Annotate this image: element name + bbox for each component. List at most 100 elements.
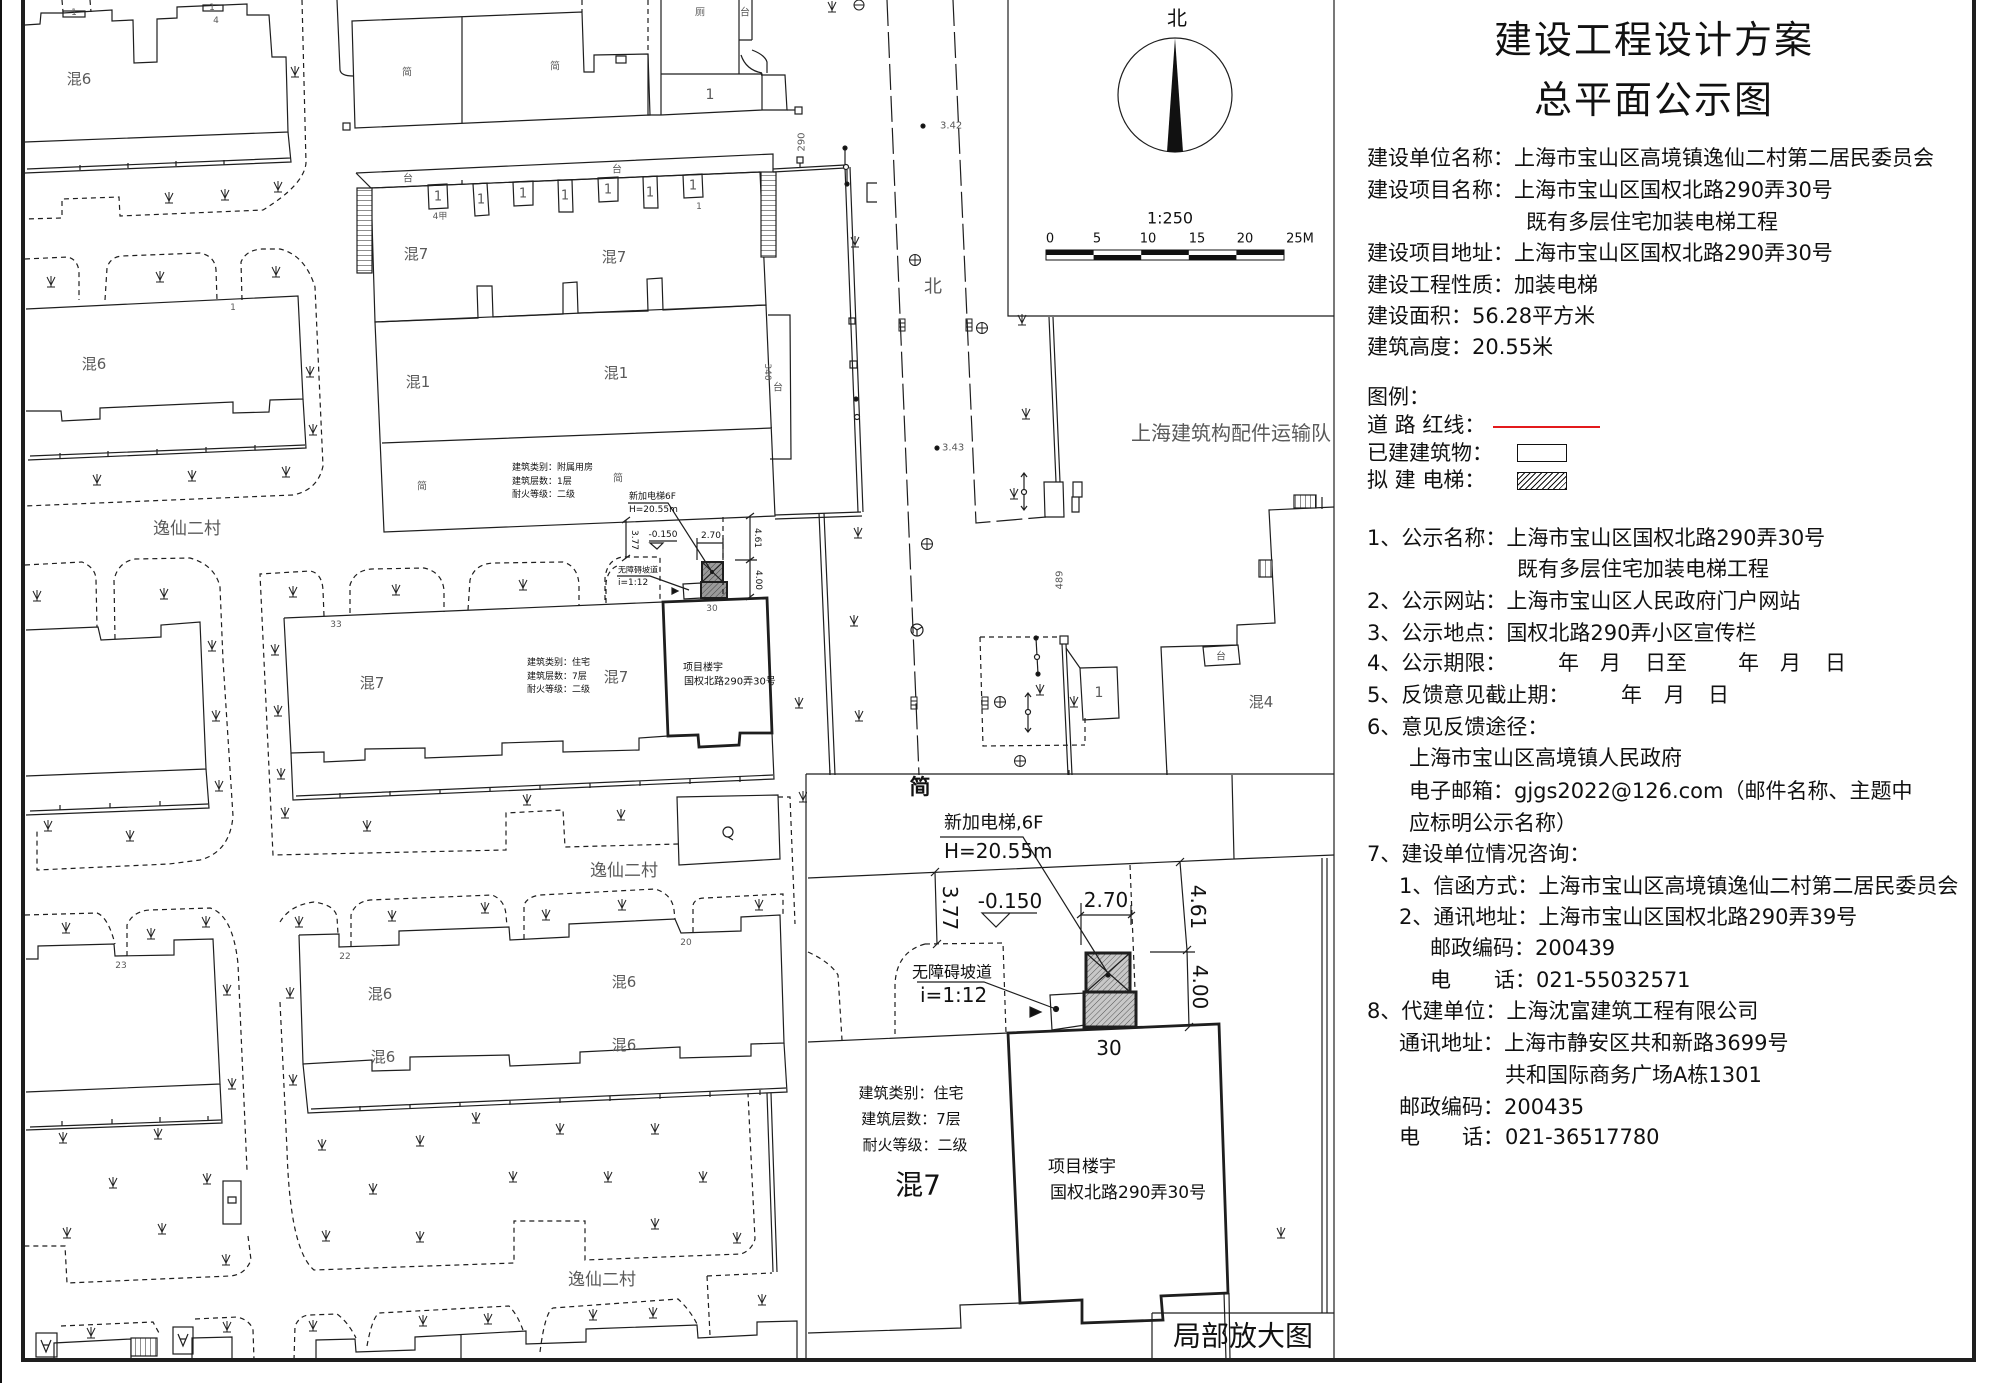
area-label-yixian-village: 逸仙二村 [153, 519, 221, 539]
info-value: 20.55米 [1472, 335, 1554, 359]
fixture [615, 55, 627, 64]
inset-elevation-mark [980, 912, 1037, 928]
project-building-label: 项目楼宇 [683, 661, 723, 674]
info-value: 上海市宝山区高境镇逸仙二村第二居民委员会 [1514, 146, 1934, 170]
stairs-icon [130, 1337, 158, 1357]
title-line-1: 建设工程设计方案 [1493, 18, 1814, 62]
notice-7-phone-label-a: 电 [1430, 968, 1451, 992]
building-number: 22 [339, 952, 350, 962]
building-outline [25, 621, 207, 777]
elevator-note: 新加电梯6F [629, 490, 676, 502]
scale-tick: 10 [1140, 232, 1157, 247]
inset-residential-type: 建筑类别：住宅 [858, 1084, 963, 1102]
grass-icon [207, 639, 217, 652]
building-outline [24, 3, 289, 143]
grass-icon [754, 898, 764, 911]
grass-icon [159, 587, 169, 600]
dashed-boundary [581, 0, 649, 54]
annex-type: 建筑类别：附属用房 [512, 461, 593, 473]
material-label: 混7 [360, 674, 385, 692]
dimension-line [735, 512, 757, 601]
building-strip [27, 398, 307, 461]
pole-circle [1020, 488, 1028, 496]
grass-icon [1021, 407, 1031, 420]
grass-icon [155, 270, 165, 283]
area-label-yixian-village: 逸仙二村 [590, 861, 658, 881]
notice-value: 上海沈富建筑工程有限公司 [1506, 999, 1759, 1023]
grass-icon [853, 526, 863, 539]
grass-icon [387, 909, 397, 922]
grass-icon [391, 583, 401, 596]
scale-tick: 5 [1093, 232, 1101, 247]
buildings-layer [24, 0, 846, 1360]
legend-label-proposed-elevator: 拟 建 电梯： [1367, 468, 1486, 492]
marker-square [794, 106, 803, 115]
grass-icon [62, 1226, 72, 1239]
grass-icon [854, 709, 864, 722]
notice-7-letter: 1、信函方式：上海市宝山区高境镇逸仙二村第二居民委员会 [1399, 874, 1958, 898]
grass-icon [202, 1172, 212, 1185]
dimension-label: 4.00 [753, 570, 763, 590]
grass-icon [273, 180, 283, 193]
grass-icon [698, 1170, 708, 1183]
building-number: 33 [330, 620, 341, 630]
notice-5-day: 日 [1708, 683, 1729, 707]
grass-icon [61, 921, 71, 934]
structure-box [676, 794, 781, 866]
grass-icon [555, 1122, 565, 1135]
building-strip [302, 1042, 788, 1114]
leader-line [628, 502, 713, 573]
valve-icon [976, 322, 988, 334]
inset-neighbor-building [807, 1032, 1021, 1334]
material-label: 简 [417, 480, 427, 493]
greenbelt-boundaries [24, 0, 796, 1361]
info-label: 建设单位名称： [1367, 146, 1514, 170]
unit-label: 1 [477, 193, 485, 208]
grass-icon [290, 65, 300, 78]
grass-icon [201, 915, 211, 928]
dimension-label: 2.70 [701, 531, 721, 541]
grass-icon [1069, 695, 1079, 708]
notice-8-address: 通讯地址：上海市静安区共和新路3699号 [1399, 1031, 1788, 1055]
inset-upper-building [807, 770, 1335, 879]
info-label: 建设面积： [1367, 304, 1472, 328]
grass-icon [418, 1314, 428, 1327]
structure-box [172, 1326, 194, 1355]
grass-icon [270, 643, 280, 656]
unit-box [682, 173, 704, 199]
notice-8-phone-value: 021-36517780 [1505, 1125, 1660, 1149]
outer-frame [21, 0, 1976, 1362]
room-label: 厕 [695, 7, 705, 19]
info-row-area: 建设面积：56.28平方米 [1367, 304, 1595, 328]
material-label: 简 [613, 472, 623, 485]
unit-label: 1 [561, 189, 569, 204]
info-label: 建筑高度： [1367, 335, 1472, 359]
inset-elevator-height: H=20.55m [944, 839, 1053, 863]
scale-tick: 15 [1189, 232, 1206, 247]
building-outline [351, 11, 651, 129]
ramp-box [682, 582, 702, 600]
info-row-construction-unit: 建设单位名称：上海市宝山区高境镇逸仙二村第二居民委员会 [1367, 146, 1934, 170]
road-edge [844, 166, 864, 513]
stairs-icon [760, 171, 777, 258]
inset-ramp-area [894, 942, 1007, 1037]
road-centerline [886, 0, 920, 776]
inset-dimension-label: 4.00 [1188, 965, 1212, 1010]
road-edge [1061, 643, 1073, 776]
unit-box [512, 180, 534, 207]
dimension-line [621, 516, 631, 562]
grass-icon [146, 927, 156, 940]
notice-7-address: 2、通讯地址：上海市宝山区国权北路290弄39号 [1399, 905, 1857, 929]
unit-label: 1 [689, 179, 697, 194]
grass-icon [220, 188, 230, 201]
inset-greenbelt [807, 951, 843, 1041]
grass-icon [164, 191, 174, 204]
info-label: 建设项目名称： [1367, 178, 1514, 202]
marker-square [849, 360, 858, 369]
utility-symbols [853, 0, 1026, 767]
grass-icon [650, 1217, 660, 1230]
area-label-transport-team: 上海建筑构配件运输队 [1131, 421, 1331, 445]
pole-circle [853, 413, 861, 421]
grass-icon [308, 423, 318, 436]
